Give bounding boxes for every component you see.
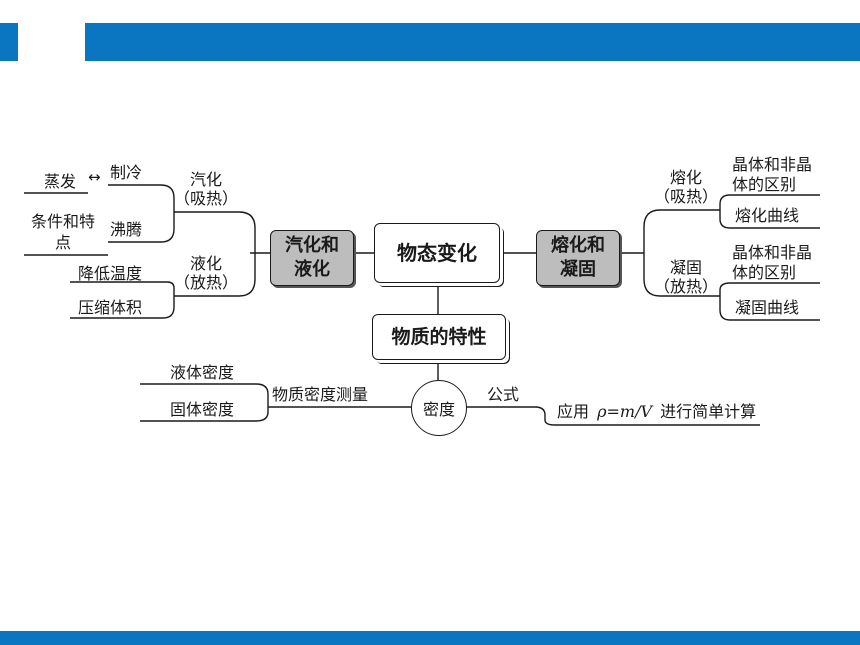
- melt-label: 熔化 （吸热）: [654, 168, 718, 206]
- evaporate-label: 蒸发: [44, 172, 77, 191]
- density-node: 密度: [411, 380, 467, 436]
- melt-sub: （吸热）: [654, 187, 719, 206]
- vaporize-title: 汽化: [189, 170, 222, 189]
- compress-volume-label: 压缩体积: [78, 298, 143, 317]
- formula-label: 公式: [487, 385, 520, 404]
- connector-measure-branches: [140, 383, 269, 407]
- connector-solidify: [643, 253, 720, 297]
- liquefy-label: 液化 （放热）: [174, 254, 238, 292]
- vaporize-sub: （吸热）: [174, 189, 239, 208]
- vaporize-label: 汽化 （吸热）: [174, 170, 238, 208]
- footer-bar: [0, 631, 860, 645]
- left-hub-label: 汽化和液化: [285, 235, 339, 280]
- connector-liquefy-branches: [70, 281, 175, 296]
- solidify-title: 凝固: [669, 258, 702, 277]
- right-hub-node: 熔化和凝固: [536, 230, 620, 286]
- connector-measure-branches-2: [140, 407, 269, 422]
- connector-melt-branches: [719, 194, 820, 210]
- connector-solid-branches-2: [719, 296, 820, 321]
- connector-liquefy-branches-2: [70, 296, 175, 319]
- solidify-sub: （放热）: [654, 277, 719, 296]
- liquid-density-label: 液体密度: [170, 363, 235, 382]
- connector-liquefy: [174, 253, 256, 297]
- liquefy-title: 液化: [189, 254, 222, 273]
- apply-suffix: 进行简单计算: [660, 402, 757, 421]
- header-left-block: [0, 23, 18, 61]
- right-hub-label: 熔化和凝固: [551, 235, 605, 280]
- connector-melt-branches-2: [719, 210, 820, 229]
- connector-vaporize: [174, 211, 256, 253]
- connector-melt: [643, 209, 720, 253]
- connector-solid-branches: [719, 282, 820, 296]
- connector-vapor-branches-2: [143, 212, 175, 243]
- crystal-diff-label-1: 晶体和非晶体的区别: [732, 155, 813, 194]
- solid-density-label: 固体密度: [170, 400, 235, 419]
- measure-label: 物质密度测量: [272, 385, 369, 404]
- liquefy-sub: （放热）: [174, 273, 239, 292]
- solidify-label: 凝固 （放热）: [654, 258, 718, 296]
- lower-temp-label: 降低温度: [78, 264, 143, 283]
- connector-density-right: [466, 406, 760, 426]
- boil-label: 沸腾: [110, 220, 143, 239]
- melt-title: 熔化: [669, 168, 702, 187]
- arrow-icon: ↔: [88, 168, 101, 186]
- apply-prefix: 应用: [557, 402, 590, 421]
- melt-curve-label: 熔化曲线: [735, 206, 800, 225]
- apply-formula: ρ=m/V: [597, 402, 653, 421]
- apply-label: 应用 ρ=m/V 进行简单计算: [557, 402, 756, 421]
- header-bar: [85, 23, 860, 61]
- left-hub-node: 汽化和液化: [270, 230, 354, 286]
- refrigerate-label: 制冷: [110, 163, 143, 182]
- crystal-diff-label-2: 晶体和非晶体的区别: [732, 243, 813, 282]
- cond-feature-label: 条件和特点: [30, 212, 95, 252]
- density-label: 密度: [422, 400, 455, 419]
- center-node: 物态变化: [374, 223, 500, 283]
- bottom-hub-node: 物质的特性: [372, 314, 506, 360]
- solid-curve-label: 凝固曲线: [735, 298, 800, 317]
- connector-vapor-branches: [143, 184, 175, 212]
